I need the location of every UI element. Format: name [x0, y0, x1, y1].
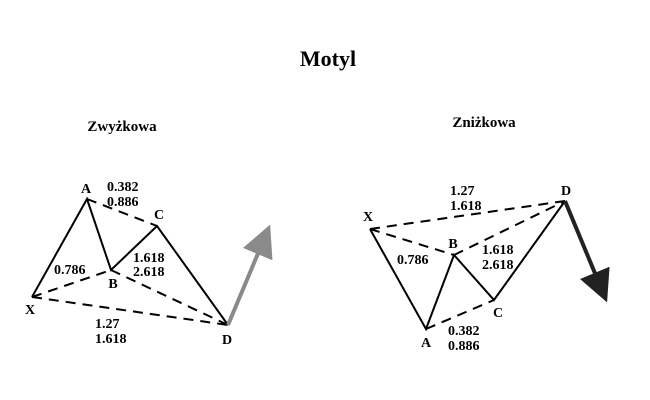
bearish-ratio-bd-1: 1.618: [482, 243, 514, 258]
bullish-up-arrow: [226, 224, 273, 326]
bullish-ratio-xd-2: 1.618: [95, 332, 127, 347]
bullish-point-d: D: [222, 333, 232, 348]
bullish-ratio-bd-1: 1.618: [133, 251, 165, 266]
bearish-point-d: D: [561, 184, 571, 199]
bullish-point-x: X: [25, 303, 35, 318]
bullish-point-c: C: [154, 208, 164, 223]
bearish-ratio-ac-2: 0.886: [448, 339, 480, 354]
bullish-ratio-xd-1: 1.27: [95, 317, 120, 332]
bearish-ac-dashed-line: [425, 299, 495, 330]
bullish-title: Zwyżkowa: [87, 119, 157, 135]
bullish-point-b: B: [108, 277, 117, 292]
bearish-down-arrow: [563, 200, 610, 303]
bearish-point-c: C: [493, 306, 503, 321]
bullish-ac-dashed-line: [86, 198, 158, 227]
bullish-bd-dashed-line: [110, 269, 229, 326]
bearish-point-b: B: [448, 237, 457, 252]
bearish-pattern: Zniżkowa X A B C D 1.27 1.618 0.786 1.61…: [363, 115, 610, 354]
diagram-title: Motyl: [300, 46, 356, 71]
bearish-point-x: X: [363, 210, 373, 225]
bearish-title: Zniżkowa: [452, 115, 516, 131]
bullish-ratio-xb: 0.786: [54, 263, 86, 278]
bullish-point-a: A: [81, 182, 92, 197]
bearish-point-a: A: [421, 336, 432, 351]
bullish-ratio-ac-2: 0.886: [107, 195, 139, 210]
bearish-ratio-xb: 0.786: [397, 253, 429, 268]
bearish-ratio-xd-1: 1.27: [450, 184, 475, 199]
bullish-ratio-ac-1: 0.382: [107, 180, 139, 195]
bearish-xb-dashed-line: [369, 228, 455, 256]
bullish-xd-dashed-line: [31, 296, 229, 326]
bearish-bd-dashed-line: [453, 200, 566, 256]
bullish-ratio-bd-2: 2.618: [133, 265, 165, 280]
bullish-xabcd-legs: [31, 196, 229, 326]
bearish-ratio-xd-2: 1.618: [450, 199, 482, 214]
bullish-xb-dashed-line: [31, 269, 112, 298]
bearish-ratio-bd-2: 2.618: [482, 258, 514, 273]
bullish-pattern: Zwyżkowa X A B C D 0.382 0.886 0.786 1.6…: [25, 119, 273, 348]
bearish-ratio-ac-1: 0.382: [448, 324, 480, 339]
